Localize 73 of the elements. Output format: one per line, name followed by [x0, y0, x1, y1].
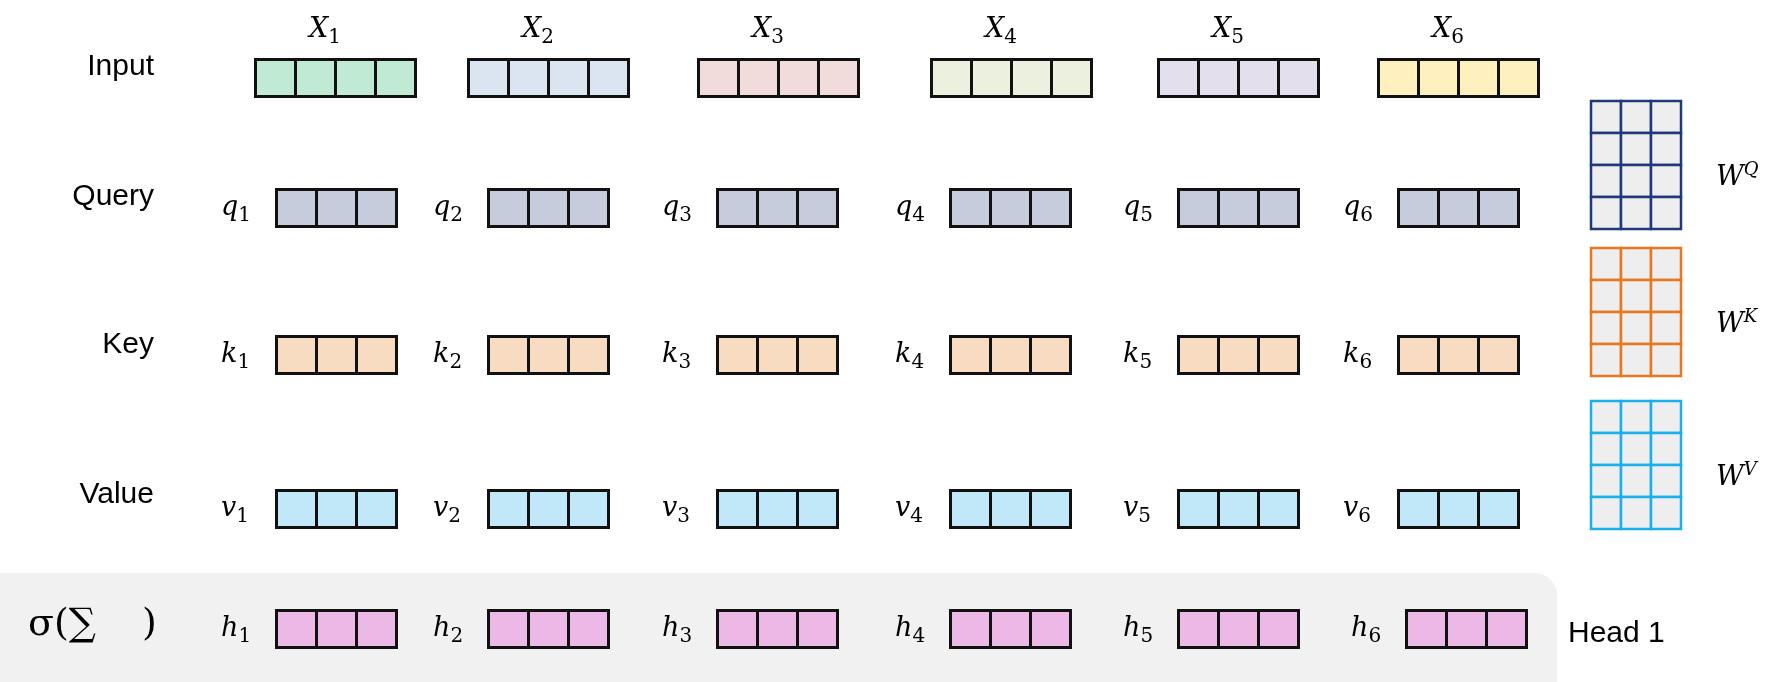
vector-bar [1177, 609, 1297, 649]
vector-label: h$_{2}$ [433, 613, 464, 646]
vector-bar [716, 489, 836, 529]
vector-bar [1177, 335, 1297, 375]
vector-bar [716, 609, 836, 649]
vector-bar [467, 58, 627, 98]
vector-bar [1397, 489, 1517, 529]
vector-bar [949, 609, 1069, 649]
vector-label: v$_{1}$ [221, 493, 249, 526]
vector-bar [275, 335, 395, 375]
weight-matrix [1590, 247, 1680, 375]
vector-label: k$_{5}$ [1123, 339, 1153, 372]
vector-bar [716, 335, 836, 375]
vector-bar [1157, 58, 1317, 98]
panel-label: Head 1 [1568, 617, 1665, 647]
vector-label: h$_{4}$ [895, 613, 926, 646]
vector-label: X$_{6}$ [1432, 14, 1464, 47]
vector-label: q$_{5}$ [1123, 192, 1154, 225]
vector-bar [697, 58, 857, 98]
matrix-label: W$^{V}$ [1716, 460, 1757, 489]
vector-label: q$_{1}$ [221, 192, 252, 225]
vector-label: v$_{3}$ [662, 493, 690, 526]
vector-bar [1177, 188, 1297, 228]
vector-bar [1377, 58, 1537, 98]
vector-bar [949, 489, 1069, 529]
vector-label: h$_{3}$ [662, 613, 693, 646]
vector-bar [487, 188, 607, 228]
vector-label: v$_{6}$ [1343, 493, 1371, 526]
vector-bar [275, 489, 395, 529]
vector-label: h$_{1}$ [221, 613, 252, 646]
vector-label: k$_{3}$ [662, 339, 692, 372]
vector-label: X$_{3}$ [752, 14, 784, 47]
vector-label: v$_{2}$ [433, 493, 461, 526]
vector-bar [949, 335, 1069, 375]
vector-label: X$_{5}$ [1212, 14, 1244, 47]
vector-label: h$_{6}$ [1351, 613, 1382, 646]
vector-bar [949, 188, 1069, 228]
vector-label: k$_{4}$ [895, 339, 925, 372]
weight-matrix [1590, 400, 1680, 528]
weight-matrix [1590, 100, 1680, 228]
matrix-label: W$^{Q}$ [1716, 160, 1759, 189]
vector-bar [487, 609, 607, 649]
row-label: Value [79, 478, 154, 508]
vector-label: k$_{2}$ [433, 339, 463, 372]
vector-bar [254, 58, 414, 98]
vector-label: k$_{1}$ [221, 339, 251, 372]
vector-bar [1405, 609, 1525, 649]
vector-label: X$_{2}$ [522, 14, 554, 47]
vector-label: q$_{4}$ [895, 192, 926, 225]
vector-label: q$_{3}$ [662, 192, 693, 225]
vector-bar [716, 188, 836, 228]
vector-bar [487, 335, 607, 375]
vector-label: h$_{5}$ [1123, 613, 1154, 646]
vector-label: v$_{4}$ [895, 493, 923, 526]
head-panel [0, 573, 1557, 682]
vector-label: X$_{4}$ [985, 14, 1017, 47]
vector-bar [1397, 335, 1517, 375]
vector-bar [275, 188, 395, 228]
vector-label: X$_{1}$ [309, 14, 341, 47]
vector-bar [930, 58, 1090, 98]
vector-label: k$_{6}$ [1343, 339, 1373, 372]
matrix-label: W$^{K}$ [1716, 307, 1758, 336]
row-label: Key [102, 328, 154, 358]
vector-bar [1177, 489, 1297, 529]
vector-label: v$_{5}$ [1123, 493, 1151, 526]
vector-bar [487, 489, 607, 529]
row-label: Query [72, 180, 154, 210]
vector-bar [275, 609, 395, 649]
vector-bar [1397, 188, 1517, 228]
vector-label: q$_{6}$ [1343, 192, 1374, 225]
formula-text: σ(∑ ) [28, 603, 157, 641]
row-label: Input [87, 50, 154, 80]
vector-label: q$_{2}$ [433, 192, 464, 225]
